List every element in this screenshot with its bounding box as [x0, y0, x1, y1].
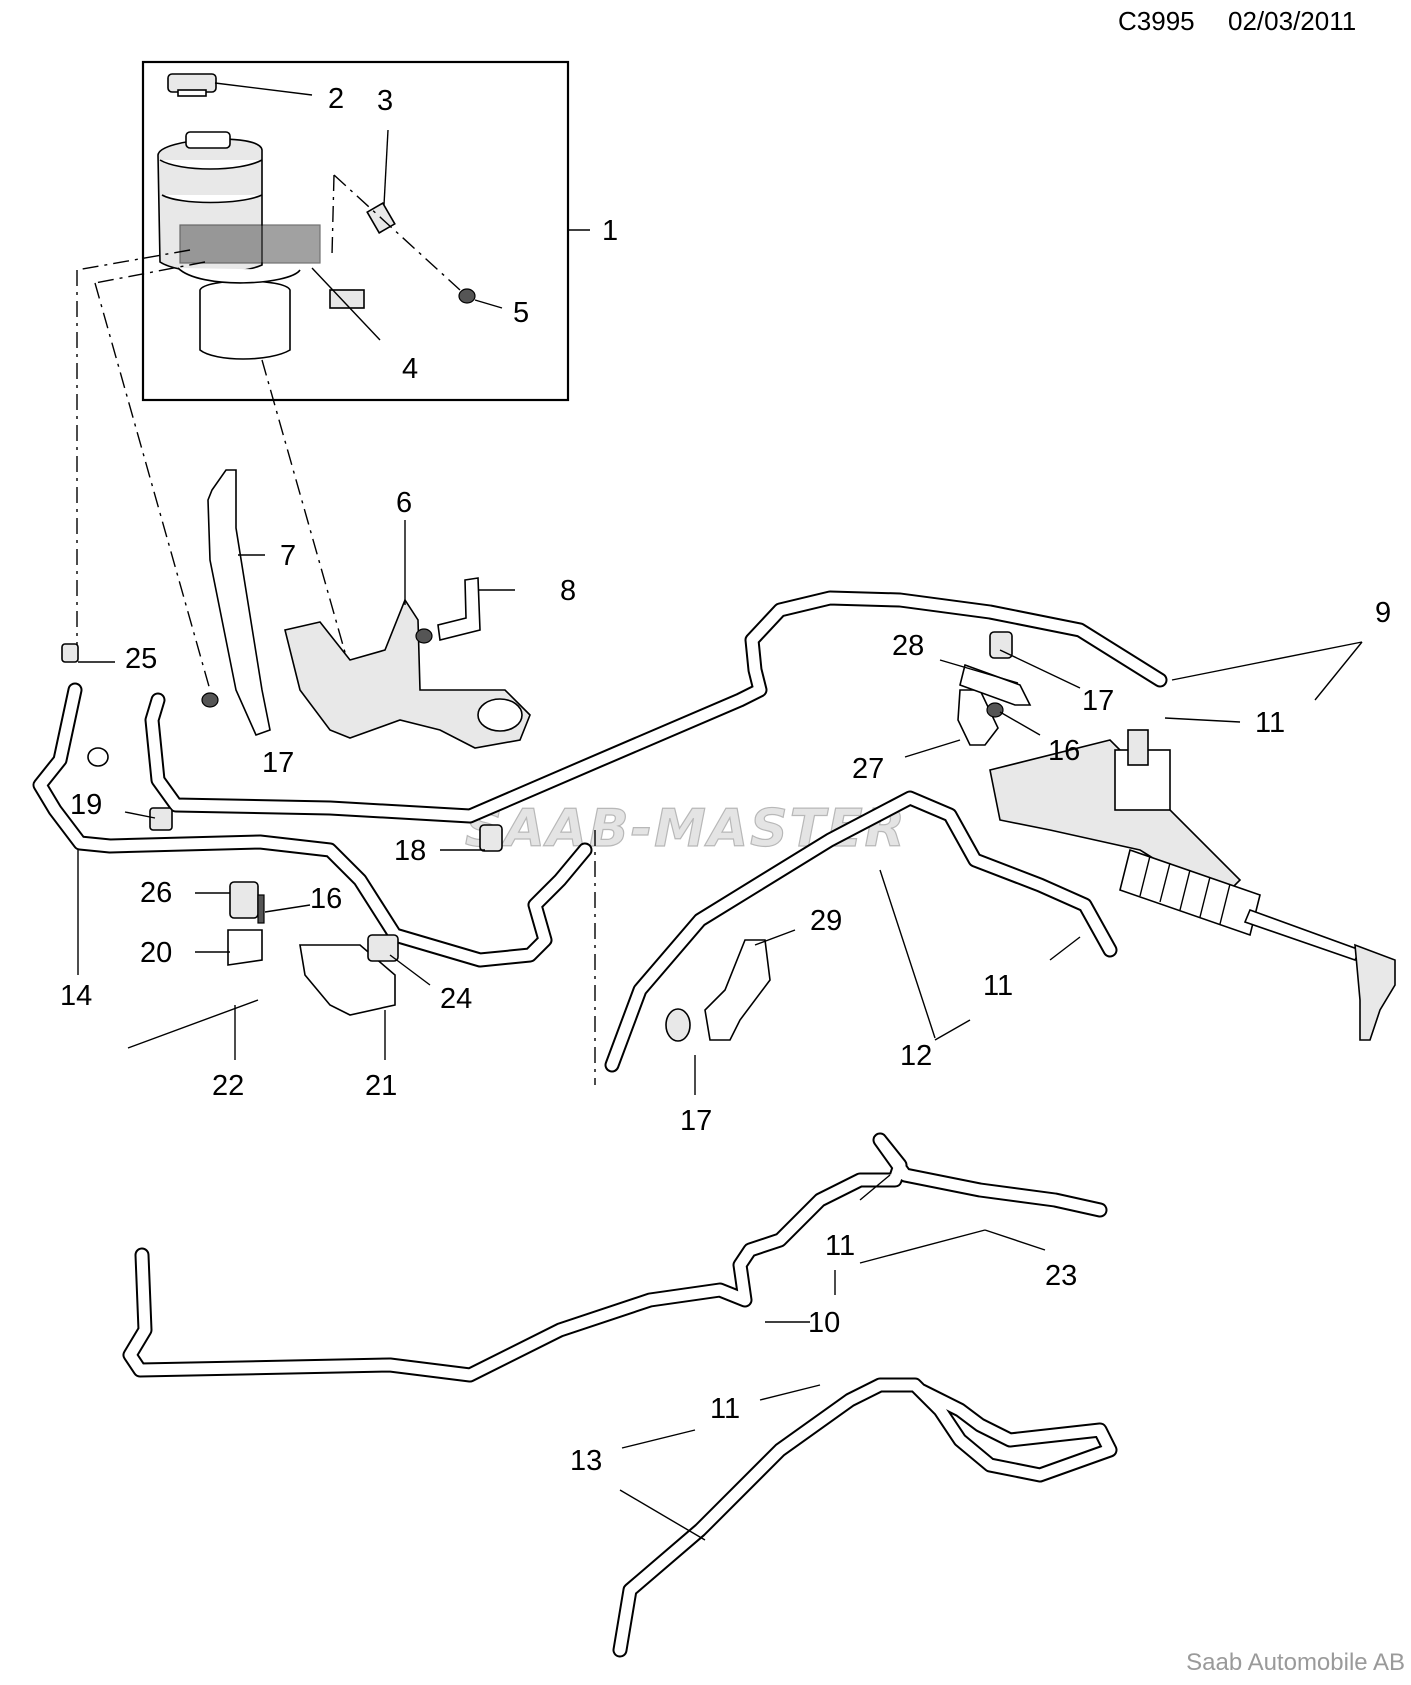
callout-16-right: 16 [1048, 735, 1080, 767]
callout-28: 28 [892, 630, 924, 662]
line-12 [604, 790, 1118, 1073]
assembly-box [141, 60, 570, 402]
callout-10: 10 [808, 1307, 840, 1339]
callout-13: 13 [570, 1445, 602, 1477]
callout-11-mid: 11 [983, 970, 1013, 1002]
diagram-date: 02/03/2011 [1228, 6, 1357, 36]
callout-26: 26 [140, 877, 172, 909]
callout-11-upper: 11 [1255, 707, 1285, 739]
callout-1: 1 [602, 215, 618, 247]
clip-25 [61, 643, 79, 663]
callout-24: 24 [440, 983, 472, 1015]
pressure-line-9 [144, 590, 1168, 824]
callout-8: 8 [560, 575, 576, 607]
bolt-16 [257, 894, 265, 924]
footer-credit: Saab Automobile AB [1186, 1649, 1405, 1676]
line-10 [122, 1132, 1108, 1383]
callout-5: 5 [513, 297, 529, 329]
callout-29: 29 [810, 905, 842, 937]
clip-18 [479, 824, 503, 852]
callout-14: 14 [60, 980, 92, 1012]
return-line-14 [32, 682, 593, 968]
watermark: SAAB-MASTER [465, 799, 907, 859]
callout-2: 2 [328, 83, 344, 115]
callout-9: 9 [1375, 597, 1391, 629]
steering-rack [989, 729, 1396, 1041]
bracket-7 [207, 469, 271, 737]
bracket-8 [437, 577, 481, 641]
callout-18: 18 [394, 835, 426, 867]
callout-22: 22 [212, 1070, 244, 1102]
strap-22 [127, 999, 259, 1049]
callout-11-bottom: 11 [710, 1393, 740, 1425]
callout-4: 4 [402, 353, 418, 385]
clip-17-lower [665, 1008, 691, 1042]
callout-12: 12 [900, 1040, 932, 1072]
bracket-21 [299, 944, 396, 1016]
line-13 [612, 1377, 1118, 1658]
bracket-27 [957, 689, 999, 746]
clip-26 [229, 881, 259, 919]
nut-5 [458, 288, 476, 304]
leader-lines [77, 82, 1363, 1541]
bracket-29 [704, 939, 771, 1041]
bracket-6 [284, 598, 531, 749]
strap-23 [859, 1229, 986, 1264]
callout-17-left: 17 [262, 747, 294, 779]
callout-23: 23 [1045, 1260, 1077, 1292]
callout-11-lower: 11 [825, 1230, 855, 1262]
clip-19 [149, 807, 173, 831]
callout-17-right: 17 [1082, 685, 1114, 717]
callout-20: 20 [140, 937, 172, 969]
callout-19: 19 [70, 789, 102, 821]
bracket-28 [959, 663, 1032, 706]
callout-25: 25 [125, 643, 157, 675]
callout-27: 27 [852, 753, 884, 785]
callout-3: 3 [377, 85, 393, 117]
pump-motor-assembly [157, 73, 365, 360]
callout-7: 7 [280, 540, 296, 572]
callout-16-left: 16 [310, 883, 342, 915]
diagram-code: C3995 [1118, 6, 1195, 36]
callout-21: 21 [365, 1070, 397, 1102]
callout-6: 6 [396, 487, 412, 519]
callout-labels: 2 3 1 5 4 6 7 8 9 28 17 11 16 27 25 17 1… [60, 83, 1391, 1477]
callout-17-lower: 17 [680, 1105, 712, 1137]
bracket-20 [227, 929, 263, 966]
clip-17-upper [989, 631, 1013, 659]
nut-17a [201, 692, 219, 708]
